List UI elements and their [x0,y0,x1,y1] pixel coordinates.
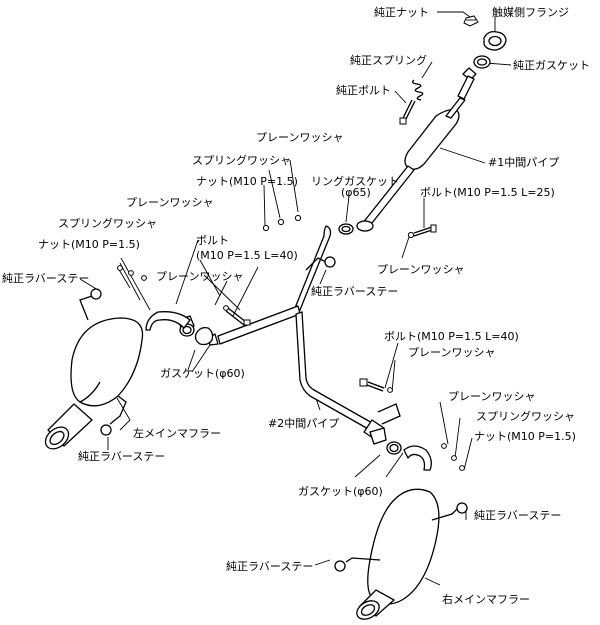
label-genuine-gasket: 純正ガスケット [513,59,590,72]
label-plain-washer-right-1: プレーンワッシャ [408,346,496,359]
bolt-icon [359,378,393,393]
label-rubber-stay-right-bottom: 純正ラバーステー [226,560,314,573]
washer-icon [441,443,465,471]
label-plain-washer-left: プレーンワッシャ [126,196,214,209]
spring-icon [411,79,424,101]
left-muffler [44,288,191,450]
label-plain-washer-center: プレーンワッシャ [156,270,244,283]
label-spring-washer-right: スプリングワッシャ [476,410,575,423]
flange-icon [483,30,507,51]
label-nut-m10-right: ナット(M10 P=1.5) [474,430,576,443]
label-rubber-stay-left-bottom: 純正ラバーステー [78,450,166,463]
label-nut-m10-left: ナット(M10 P=1.5) [38,238,140,251]
washer-icon [262,214,415,239]
label-ring-gasket: リングガスケット [311,175,399,188]
label-bolt: ボルト [196,234,229,247]
flange-icon [194,326,214,346]
nut-icon [463,15,479,27]
label-plain-washer-top: プレーンワッシャ [256,131,344,144]
label-genuine-bolt: 純正ボルト [336,84,391,97]
leader-lines [79,11,512,586]
washer-icon [117,265,147,281]
label-bolt-spec-l40: (M10 P=1.5 L=40) [196,249,298,262]
gasket-icon [473,55,491,69]
label-mid-pipe-1: #1中間パイプ [488,156,560,169]
bolt-icon [223,305,251,326]
bolt-icon [413,224,437,237]
label-mid-pipe-2: #2中間パイプ [268,417,340,430]
label-rubber-stay-center: 純正ラバーステー [311,285,399,298]
label-rubber-stay-left-top: 純正ラバーステー [2,272,90,285]
rubber-stay-icon [305,256,336,271]
label-genuine-spring: 純正スプリング [350,54,427,67]
label-bolt-m10-l25: ボルト(M10 P=1.5 L=25) [420,186,555,199]
label-left-main-muffler: 左メインマフラー [133,427,221,440]
label-plain-washer-right-of-mid1: プレーンワッシャ [377,263,465,276]
bolt-icon [399,99,416,125]
label-phi65: (φ65) [341,186,371,199]
label-nut-m10-top: ナット(M10 P=1.5) [196,175,298,188]
label-bolt-m10-l40-right: ボルト(M10 P=1.5 L=40) [384,330,519,343]
right-muffler [334,445,468,620]
label-catalyst-flange: 触媒側フランジ [492,6,569,19]
label-genuine-nut: 純正ナット [374,6,429,19]
gasket-icon [369,427,402,455]
label-rubber-stay-right-top: 純正ラバーステー [474,509,562,522]
label-spring-washer-left: スプリングワッシャ [58,217,157,230]
label-right-main-muffler: 右メインマフラー [442,593,530,606]
label-gasket-phi60-right: ガスケット(φ60) [298,485,383,498]
mid-pipe-1 [356,67,477,232]
bracket [377,403,401,425]
label-spring-washer-top: スプリングワッシャ [192,154,291,167]
label-plain-washer-right-2: プレーンワッシャ [448,390,536,403]
label-gasket-phi60-left: ガスケット(φ60) [160,367,245,380]
